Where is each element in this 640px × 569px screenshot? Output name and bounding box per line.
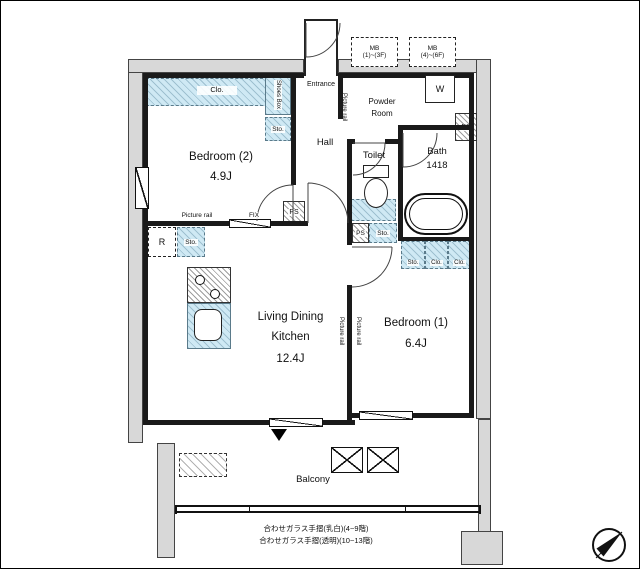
ldk-name-2: Kitchen [271,331,310,343]
wall [347,139,355,144]
bedroom2-closet-label: Clo. [197,85,237,95]
ldk-name-1: Living Dining [257,311,324,323]
meter-box-2-label: MB [427,45,438,52]
fix-window-label: FIX [241,212,267,220]
building-shade-left [128,59,143,443]
wall [143,221,296,226]
wall [347,139,352,245]
powder-room-name-2: Room [371,109,393,118]
wall [291,221,308,226]
window-fix [229,219,271,228]
wall [338,73,343,119]
picture-rail-label: Picture rail [167,212,227,220]
wall [398,125,474,130]
bedroom1-closet-b: Clo. [448,241,471,269]
pipe-shaft-toilet: PS [352,223,369,243]
ldk-area: 12.4J [276,353,305,365]
bedroom2-name: Bedroom (2) [189,151,253,163]
stove [187,267,231,303]
bath-name: Bath [427,146,447,157]
wall [398,237,474,241]
balcony-hatch-box [331,447,363,473]
bedroom1-closet-a-label: Clo. [430,260,443,266]
washing-machine-space: W [425,75,455,103]
balcony-railing-post [405,505,406,513]
building-shade-balcony-left [157,443,175,558]
balcony-access-marker-icon [271,429,287,441]
washing-machine-label: W [435,84,445,94]
kitchen-storage-label: Sto. [184,238,198,246]
bedroom1-storage: Sto. [401,241,425,269]
balcony-name: Balcony [296,474,330,485]
toilet-counter [351,199,396,221]
entrance-name: Entrance [306,81,336,88]
compass-icon [592,528,626,562]
picture-rail-label-ldk: Picture rail [337,316,344,346]
window-ldk [269,418,323,427]
pipe-shaft-mid: PS [283,201,305,223]
pipe-shaft-toilet-label: PS [355,229,366,237]
meter-box-1: MB (1)~(3F) [351,37,398,67]
picture-rail-label-entrance: Picture rail [340,92,347,122]
toilet-tank [363,165,389,178]
entrance-storage-label: Sto. [271,125,285,133]
bath-size: 1418 [426,160,448,171]
balcony-railing [175,511,481,513]
wall [338,73,474,78]
bathtub [404,193,468,235]
kitchen-storage: Sto. [177,227,205,257]
wall [143,420,355,425]
entrance-alcove [304,19,338,76]
refrigerator-space: R [148,227,176,257]
toilet-bowl [364,178,388,208]
bedroom2-area: 4.9J [210,171,232,183]
wall [143,73,148,425]
building-shade-corner-pillar [461,531,503,565]
shoes-box-label: Shoes Box [274,80,282,110]
window-bedroom2-side [135,167,149,209]
railing-note-2: 合わせガラス手摺(透明)(10~13階) [259,536,373,545]
toilet-side-storage: Sto. [369,223,397,243]
bathtub-inner-rim [409,198,463,230]
meter-box-2-floors: (4)~(6F) [420,52,445,59]
bedroom1-name: Bedroom (1) [384,317,448,329]
balcony-railing-post [479,505,481,514]
toilet-name: Toilet [362,150,386,161]
balcony-railing-post [249,505,250,513]
bedroom1-area: 6.4J [405,338,427,350]
bedroom1-closet-b-label: Clo. [453,260,466,266]
shoes-box: Shoes Box [265,75,291,115]
balcony-railing [175,505,481,507]
meter-box-1-label: MB [369,45,380,52]
wall [291,73,296,185]
railing-note-1: 合わせガラス手摺(乳白)(4~9階) [263,524,369,533]
picture-rail-label-bedroom1: Picture rail [354,316,361,346]
wall [469,73,474,418]
wall [398,125,403,241]
balcony-hatch-box [367,447,399,473]
meter-box-2: MB (4)~(6F) [409,37,456,67]
meter-box-1-floors: (1)~(3F) [362,52,387,59]
stove-burner-icon [210,289,220,299]
wall [385,139,403,144]
kitchen-sink [194,309,222,341]
pipe-shaft-mid-label: PS [288,208,300,216]
balcony-railing-post [175,505,177,514]
powder-room-name-1: Powder [368,97,396,106]
window-bedroom1 [359,411,413,420]
building-shade-right [476,59,491,419]
building-shade-top-left [128,59,304,73]
entrance-storage: Sto. [265,117,291,141]
wall [143,73,304,78]
refrigerator-label: R [158,237,166,247]
balcony-equipment-pad [179,453,227,477]
stove-burner-icon [195,275,205,285]
toilet-side-storage-label: Sto. [376,229,390,237]
bedroom1-storage-label: Sto. [406,260,420,266]
building-shade-right-lower [478,419,491,537]
wall [347,285,352,421]
hall-name: Hall [316,137,334,148]
bedroom1-closet-a: Clo. [425,241,448,269]
